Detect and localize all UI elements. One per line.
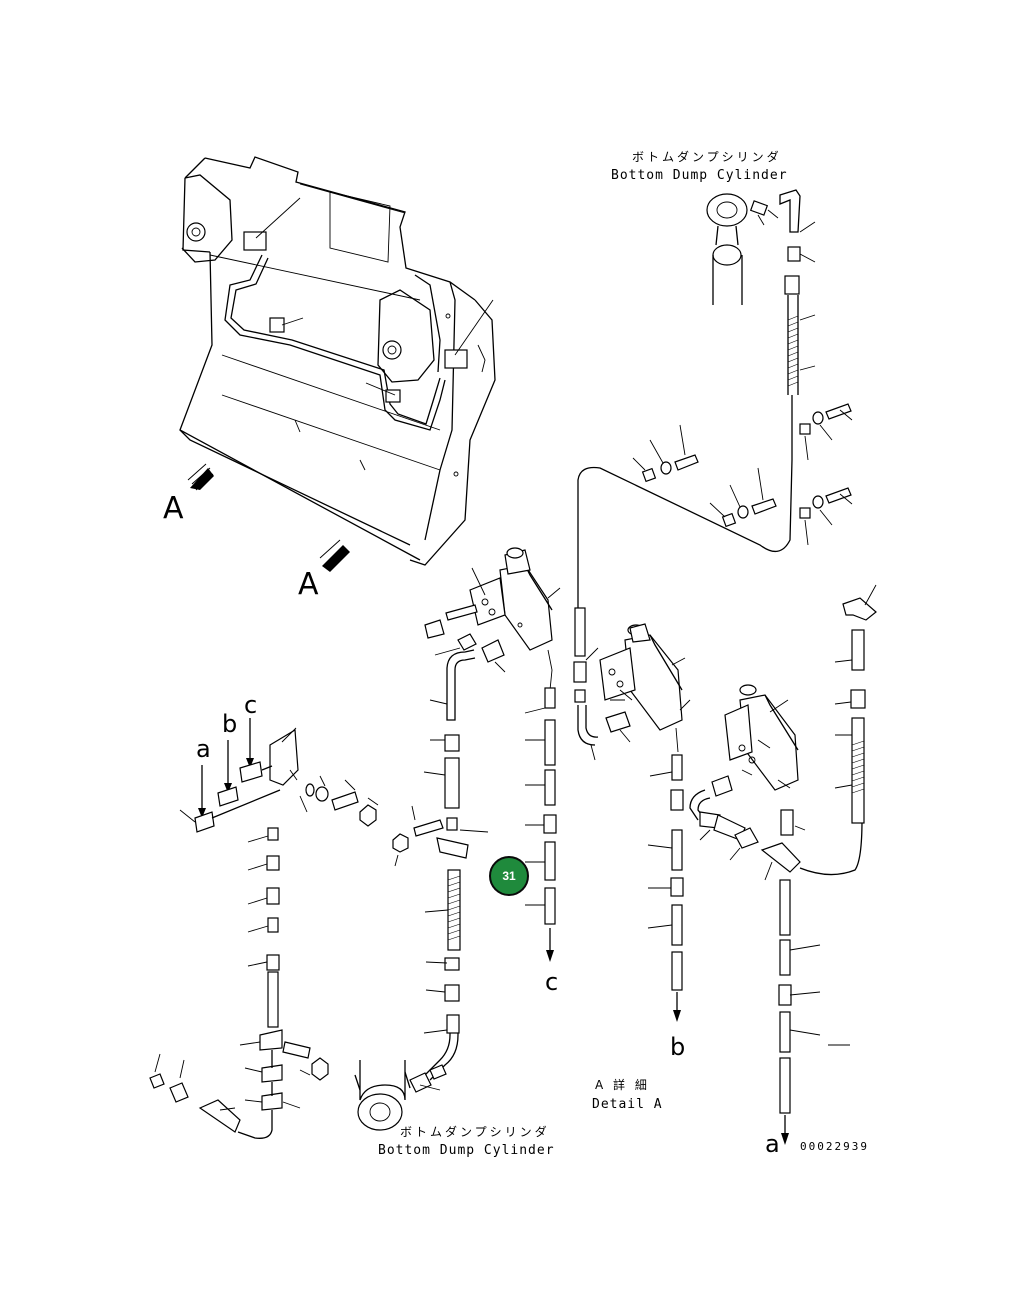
view-arrow-a-2 <box>319 539 350 572</box>
bottom-dump-cylinder-en-top: Bottom Dump Cylinder <box>611 168 788 183</box>
detail-a-label-en: Detail A <box>592 1097 663 1112</box>
bottom-dump-cylinder-en-bottom: Bottom Dump Cylinder <box>378 1143 555 1158</box>
bottom-dump-cylinder-jp-top: ボトムダンプシリンダ <box>632 149 782 164</box>
connector-label-c-bottom: c <box>545 968 558 996</box>
callout-number: 31 <box>502 869 516 883</box>
long-hose-mid <box>577 395 793 610</box>
detail-a-label-jp: A 詳 細 <box>595 1077 650 1092</box>
connector-label-a-bottom: a <box>765 1130 780 1158</box>
view-label-a-1: A <box>163 491 184 526</box>
hose-line-center-right <box>524 687 557 962</box>
view-label-a-2: A <box>298 567 319 602</box>
hose-line-center-left <box>392 649 489 1081</box>
connector-label-c-top: c <box>244 691 257 719</box>
cylinder-head-top <box>706 189 816 395</box>
callout-31[interactable]: 31 <box>489 856 529 896</box>
bottom-dump-cylinder-jp-bottom: ボトムダンプシリンダ <box>400 1124 550 1139</box>
bracket-assembly-left <box>149 718 379 1139</box>
connector-label-b-bottom: b <box>670 1033 685 1061</box>
view-arrow-a-1 <box>187 463 214 491</box>
valve-block-center <box>424 547 561 691</box>
valve-block-right <box>689 584 877 1145</box>
chassis-frame-drawing <box>179 156 496 566</box>
cylinder-bottom-center <box>354 1060 447 1131</box>
valve-block-detail-a <box>573 607 691 1022</box>
bolts-washers-group <box>632 403 853 546</box>
connector-label-b-top: b <box>222 710 237 738</box>
drawing-code: 00022939 <box>800 1140 869 1153</box>
connector-label-a-top: a <box>196 735 211 763</box>
